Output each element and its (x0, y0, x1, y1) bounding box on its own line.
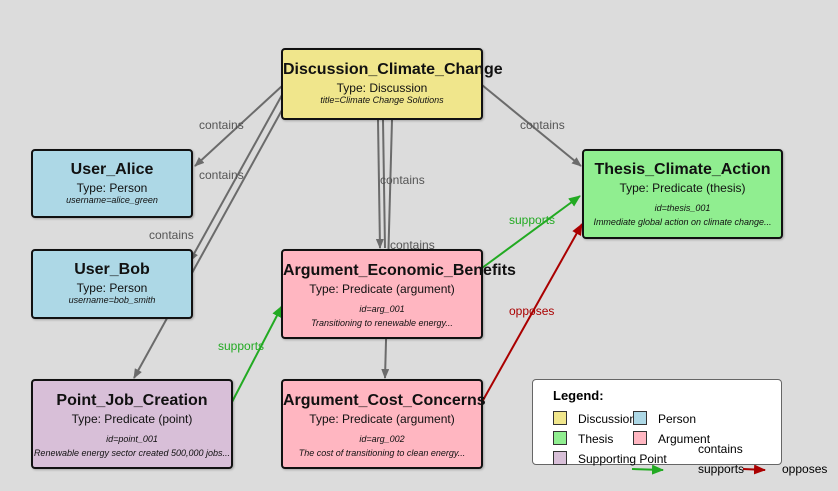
legend-label-person: Person (658, 412, 697, 426)
node-type: Type: Person (76, 181, 148, 195)
node-user-alice[interactable]: User_Alice Type: Person username=alice_g… (31, 149, 193, 218)
edge-label-opposes-thesis: opposes (509, 304, 554, 318)
legend-title: Legend: (553, 388, 604, 403)
legend-label-discussion: Discussion (578, 412, 637, 426)
legend-label-thesis: Thesis (578, 432, 614, 446)
legend-label-contains: contains (698, 442, 743, 456)
node-argument-economic[interactable]: Argument_Economic_Benefits Type: Predica… (281, 249, 516, 339)
node-prop: id=point_001 (106, 434, 158, 444)
node-prop: id=arg_001 (359, 304, 405, 314)
edge-label-supports-thesis: supports (509, 213, 555, 227)
node-type: Type: Predicate (argument) (309, 412, 455, 426)
node-type: Type: Person (76, 281, 148, 295)
legend-label-argument: Argument (658, 432, 711, 446)
node-title: Argument_Economic_Benefits (283, 262, 516, 279)
legend-swatch-person (633, 411, 647, 425)
edge-cost-thesis (481, 223, 583, 403)
node-title: User_Alice (70, 161, 154, 178)
node-prop: Immediate global action on climate chang… (593, 217, 772, 227)
legend-label-supports: supports (698, 462, 745, 476)
edge-discussion-alice (194, 85, 283, 167)
legend-supports-line (631, 464, 664, 475)
node-title: Discussion_Climate_Change (283, 61, 503, 78)
legend-swatch-discussion (553, 411, 567, 425)
node-title: Thesis_Climate_Action (594, 161, 771, 178)
node-prop: username=bob_smith (68, 295, 156, 305)
node-type: Type: Predicate (thesis) (619, 181, 746, 195)
node-type: Type: Predicate (point) (71, 412, 193, 426)
node-type: Type: Discussion (336, 81, 428, 95)
node-title: User_Bob (74, 261, 150, 278)
edge-discussion-econ-b (382, 119, 386, 249)
legend-swatch-thesis (553, 431, 567, 445)
legend-label-point: Supporting Point (578, 452, 667, 466)
legend-label-opposes: opposes (782, 462, 828, 476)
legend-swatch-argument (633, 431, 647, 445)
node-prop: Renewable energy sector created 500,000 … (33, 448, 231, 458)
edge-discussion-econ-a (375, 119, 384, 249)
node-prop: The cost of transitioning to clean energ… (298, 448, 466, 458)
node-prop: Transitioning to renewable energy... (311, 318, 453, 328)
edge-label-contains-thesis: contains (520, 118, 565, 132)
node-prop: id=arg_002 (359, 434, 405, 444)
edge-econ-thesis (481, 195, 581, 269)
edge-point-econ (231, 305, 283, 403)
edge-label-supports-econ: supports (218, 339, 264, 353)
node-prop: id=thesis_001 (654, 203, 711, 213)
node-title: Argument_Cost_Concerns (283, 392, 486, 409)
edge-label-contains-point: contains (149, 228, 194, 242)
edge-label-contains-cost: contains (390, 238, 435, 252)
legend: Legend: Discussion Person Thesis Argumen… (532, 379, 782, 466)
node-discussion[interactable]: Discussion_Climate_Change Type: Discussi… (281, 48, 503, 120)
node-prop: username=alice_green (66, 195, 158, 205)
node-argument-cost[interactable]: Argument_Cost_Concerns Type: Predicate (… (281, 379, 486, 469)
legend-swatch-point (553, 451, 567, 465)
edge-label-contains-econ: contains (380, 173, 425, 187)
node-prop: title=Climate Change Solutions (320, 95, 444, 105)
legend-opposes-line (742, 464, 766, 475)
edge-discussion-thesis (481, 84, 582, 167)
node-point-job[interactable]: Point_Job_Creation Type: Predicate (poin… (31, 379, 233, 469)
edge-discussion-bob (189, 94, 283, 262)
edge-discussion-point (133, 109, 283, 379)
node-thesis[interactable]: Thesis_Climate_Action Type: Predicate (t… (582, 149, 783, 239)
node-user-bob[interactable]: User_Bob Type: Person username=bob_smith (31, 249, 193, 319)
node-title: Point_Job_Creation (56, 392, 208, 409)
edge-label-contains-bob: contains (199, 168, 244, 182)
edge-label-contains-alice: contains (199, 118, 244, 132)
node-type: Type: Predicate (argument) (309, 282, 455, 296)
